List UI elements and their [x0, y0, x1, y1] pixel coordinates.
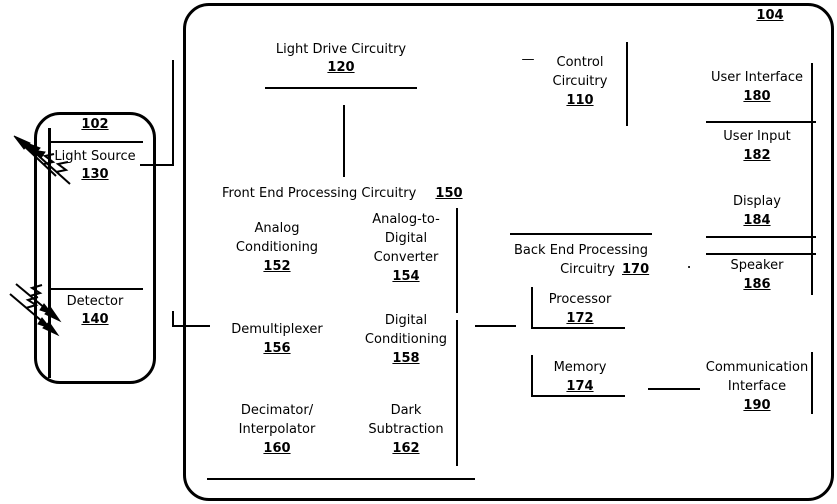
back-end-label-line1: Back End Processing — [514, 243, 648, 258]
memory-label: Memory — [553, 360, 607, 375]
display-ref: 184 — [743, 213, 771, 228]
back-end-ref: 170 — [622, 262, 650, 277]
speaker-ref: 186 — [743, 277, 771, 292]
analog-conditioning-label-line2: Conditioning — [235, 240, 319, 255]
demultiplexer-ref: 156 — [263, 341, 291, 356]
light-source-connector-horizontal — [140, 164, 174, 166]
decimator-ref: 160 — [263, 441, 291, 456]
processor-label: Processor — [548, 292, 612, 307]
control-circuitry-ref: 110 — [566, 93, 594, 108]
detector-label: Detector — [66, 294, 124, 309]
control-dash-icon: — — [521, 52, 535, 67]
sensor-inner-wall — [48, 128, 51, 378]
adc-label-line1: Analog-to- — [372, 212, 440, 227]
front-end-ref: 150 — [435, 186, 463, 201]
back-end-top-rule — [510, 233, 652, 235]
user-interface-right-divider — [811, 63, 813, 295]
dark-subtraction-ref: 162 — [392, 441, 420, 456]
front-to-back-end-connector — [475, 325, 516, 327]
analog-conditioning-ref: 152 — [263, 259, 291, 274]
memory-bracket — [531, 355, 625, 397]
detector-divider — [48, 288, 143, 290]
digital-conditioning-label-line1: Digital — [384, 313, 428, 328]
light-drive-underline — [265, 87, 417, 89]
front-end-divider-segment-2 — [456, 320, 458, 466]
control-circuitry-label-line1: Control — [556, 55, 604, 70]
adc-ref: 154 — [392, 269, 420, 284]
communication-interface-label-line1: Communication — [705, 360, 809, 375]
monitor-ref-104: 104 — [756, 8, 784, 23]
sensor-module-enclosure — [34, 112, 156, 384]
display-speaker-divider-upper — [706, 236, 816, 238]
user-interface-ref: 180 — [743, 89, 771, 104]
light-drive-ref: 120 — [327, 60, 355, 75]
display-label: Display — [733, 194, 781, 209]
detector-ref: 140 — [81, 312, 109, 327]
memory-to-comm-connector — [648, 388, 700, 390]
light-source-connector-vertical — [172, 60, 174, 165]
control-circuitry-label-line2: Circuitry — [552, 74, 608, 89]
ui-small-dot-icon: . — [686, 253, 692, 272]
digital-conditioning-ref: 158 — [392, 351, 420, 366]
adc-label-line3: Converter — [373, 250, 439, 265]
light-source-ref: 130 — [81, 167, 109, 182]
light-drive-label: Light Drive Circuitry — [275, 42, 407, 57]
sensor-ref-102: 102 — [81, 117, 109, 132]
processor-ref: 172 — [566, 311, 594, 326]
user-input-divider — [706, 121, 816, 123]
analog-conditioning-label-line1: Analog — [254, 221, 300, 236]
front-end-label: Front End Processing Circuitry — [222, 186, 417, 201]
display-speaker-divider-lower — [706, 253, 816, 255]
adc-label-line2: Digital — [384, 231, 428, 246]
back-end-label-line2: Circuitry — [560, 262, 615, 277]
user-input-ref: 182 — [743, 148, 771, 163]
processor-bracket — [531, 287, 625, 329]
front-end-divider-segment-1 — [456, 208, 458, 313]
communication-interface-label-line2: Interface — [727, 379, 787, 394]
light-source-divider — [48, 141, 143, 143]
monitor-enclosure — [183, 3, 834, 501]
digital-conditioning-label-line2: Conditioning — [364, 332, 448, 347]
control-circuitry-right-divider — [626, 42, 628, 126]
memory-ref: 174 — [566, 379, 594, 394]
decimator-label-line2: Interpolator — [238, 422, 316, 437]
demultiplexer-label: Demultiplexer — [231, 322, 323, 337]
light-source-label: Light Source — [54, 149, 136, 164]
user-interface-label: User Interface — [711, 70, 803, 85]
user-input-label: User Input — [723, 129, 791, 144]
dark-subtraction-label-line1: Dark — [390, 403, 422, 418]
speaker-label: Speaker — [730, 258, 784, 273]
light-drive-to-front-end-connector — [343, 105, 345, 177]
communication-interface-ref: 190 — [743, 398, 771, 413]
detector-connector-vertical — [172, 311, 174, 327]
communication-interface-right-divider — [811, 352, 813, 414]
detector-connector-horizontal — [172, 325, 210, 327]
front-end-bottom-rule — [207, 478, 475, 480]
decimator-label-line1: Decimator/ — [240, 403, 314, 418]
dark-subtraction-label-line2: Subtraction — [368, 422, 444, 437]
